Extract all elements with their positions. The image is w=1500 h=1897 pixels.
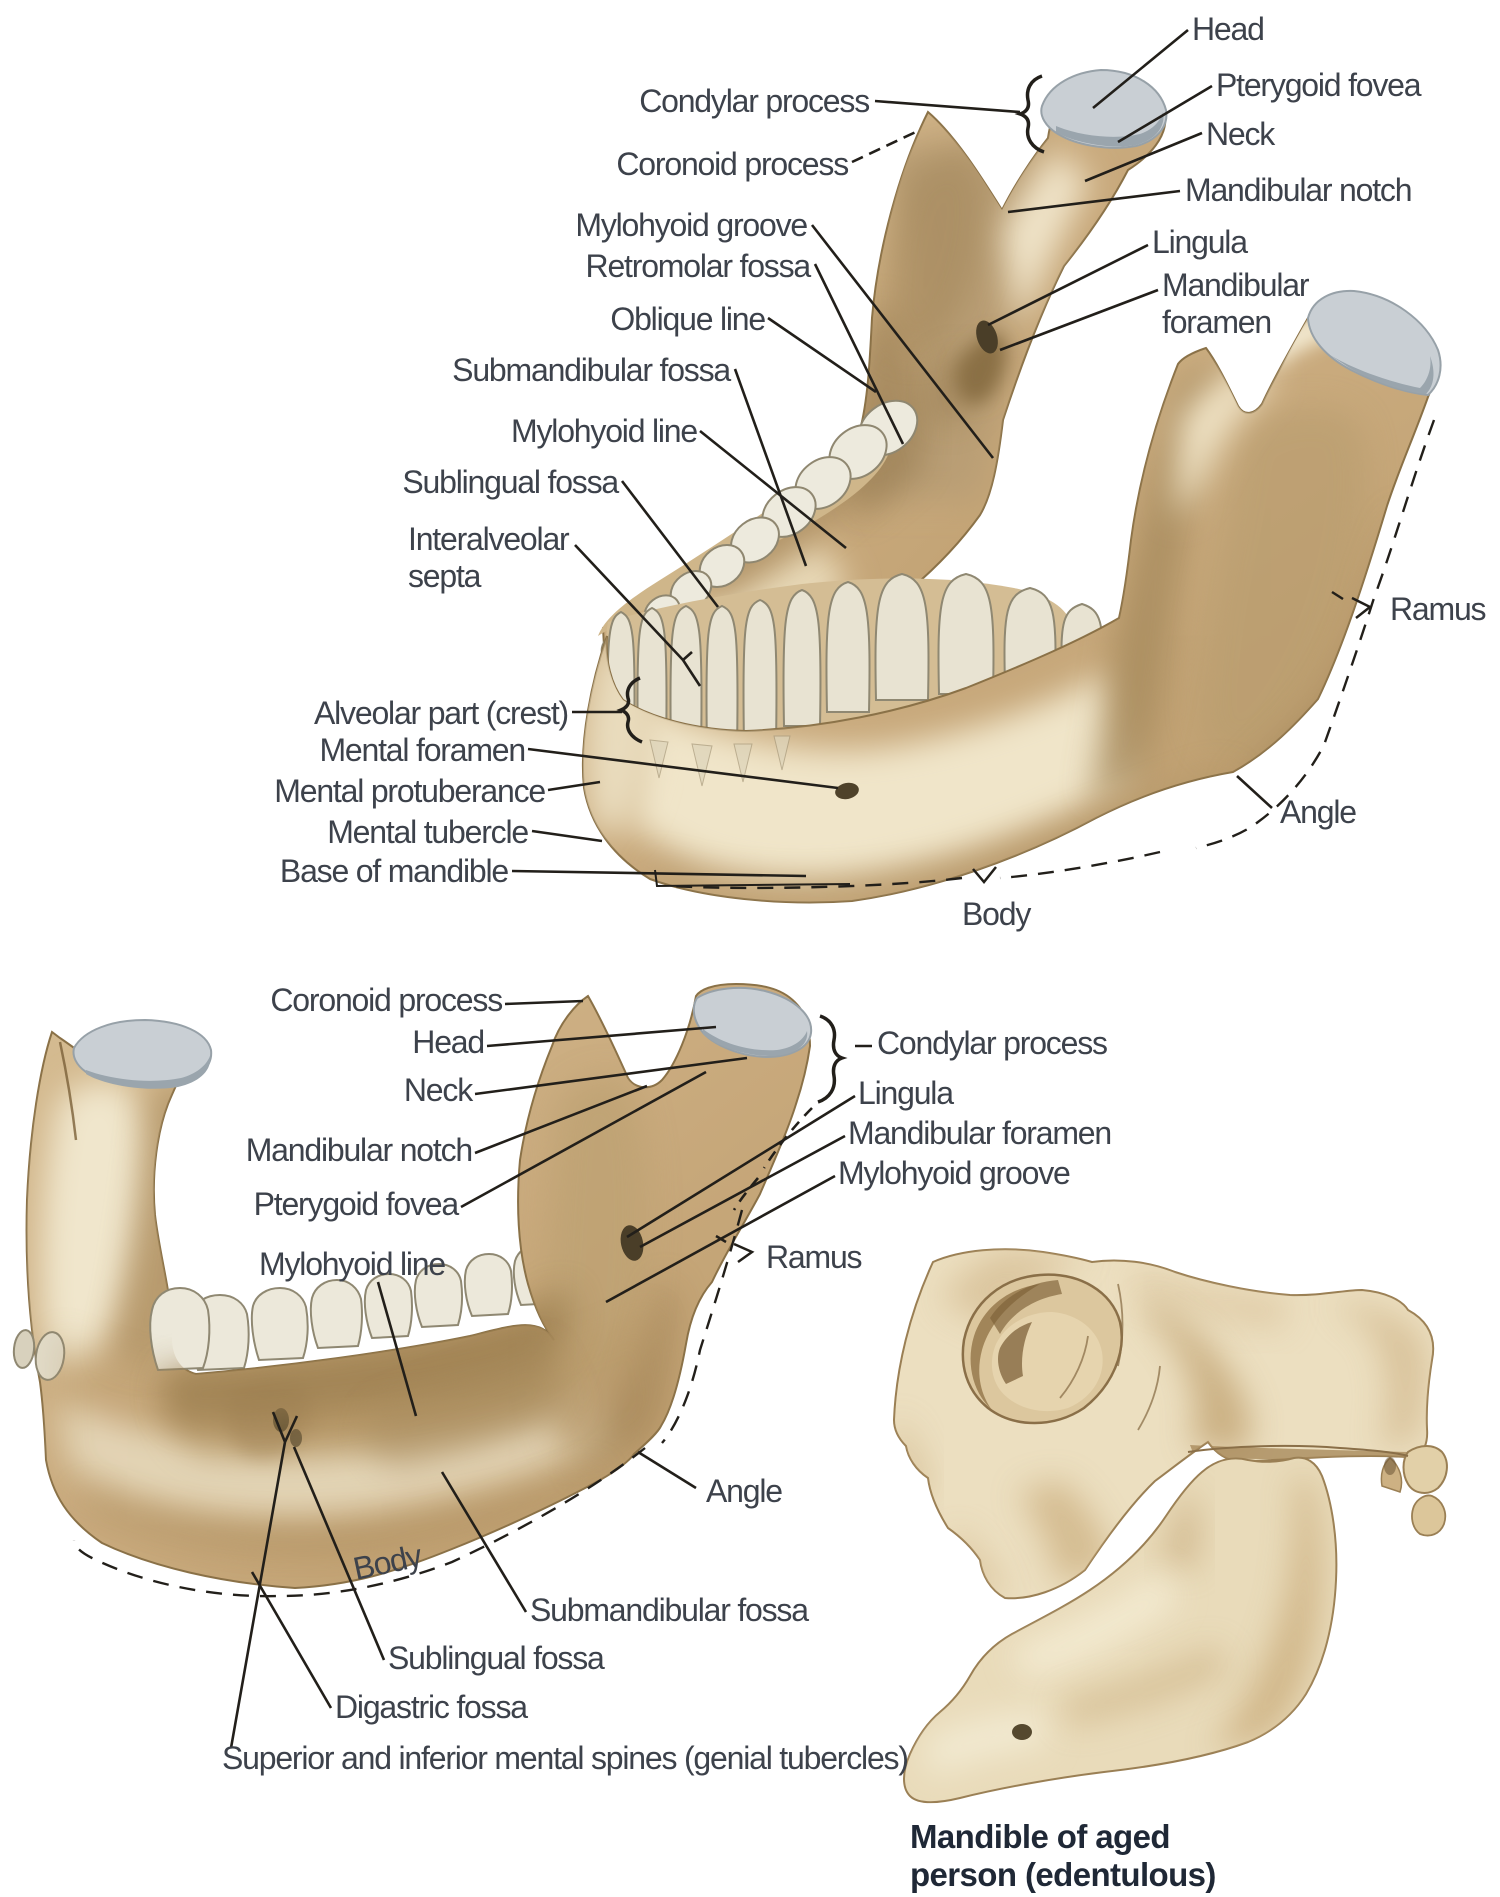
svg-text:Mandibular: Mandibular [1162,267,1310,303]
svg-text:Mylohyoid groove: Mylohyoid groove [838,1155,1070,1191]
svg-text:Angle: Angle [706,1473,782,1509]
svg-text:Superior and inferior mental s: Superior and inferior mental spines (gen… [222,1740,908,1776]
svg-text:Submandibular fossa: Submandibular fossa [530,1592,809,1628]
svg-text:foramen: foramen [1162,304,1271,340]
svg-text:Neck: Neck [404,1072,474,1108]
svg-text:Digastric fossa: Digastric fossa [335,1689,528,1725]
svg-text:Interalveolar: Interalveolar [408,521,570,557]
svg-text:Submandibular fossa: Submandibular fossa [452,352,731,388]
svg-text:Mylohyoid groove: Mylohyoid groove [575,207,807,243]
svg-text:Coronoid process: Coronoid process [270,982,502,1018]
svg-text:Coronoid process: Coronoid process [616,146,848,182]
svg-text:Ramus: Ramus [1390,591,1486,627]
svg-text:Mental foramen: Mental foramen [319,732,525,768]
svg-text:Pterygoid fovea: Pterygoid fovea [254,1186,460,1222]
svg-text:Mylohyoid line: Mylohyoid line [511,413,697,449]
svg-text:Oblique line: Oblique line [610,301,765,337]
svg-text:Mandibular notch: Mandibular notch [1185,172,1411,208]
svg-text:Retromolar fossa: Retromolar fossa [586,248,812,284]
svg-text:Mandibular notch: Mandibular notch [246,1132,472,1168]
svg-text:Sublingual fossa: Sublingual fossa [402,464,619,500]
svg-text:Base of mandible: Base of mandible [280,853,508,889]
svg-text:Mandible of aged: Mandible of aged [910,1818,1170,1855]
svg-text:Alveolar part (crest): Alveolar part (crest) [314,695,568,731]
svg-text:Neck: Neck [1206,116,1276,152]
svg-text:Lingula: Lingula [1152,224,1248,260]
svg-text:Lingula: Lingula [858,1075,954,1111]
svg-text:Sublingual fossa: Sublingual fossa [388,1640,605,1676]
svg-text:Mandibular foramen: Mandibular foramen [848,1115,1111,1151]
svg-text:Mental protuberance: Mental protuberance [274,773,545,809]
svg-text:Head: Head [1192,11,1264,47]
svg-text:Mental tubercle: Mental tubercle [327,814,528,850]
svg-text:Condylar process: Condylar process [877,1025,1107,1061]
svg-text:Ramus: Ramus [766,1239,862,1275]
svg-text:Condylar process: Condylar process [639,83,869,119]
svg-text:person (edentulous): person (edentulous) [910,1856,1216,1893]
svg-text:Body: Body [962,896,1031,932]
svg-text:Pterygoid fovea: Pterygoid fovea [1216,67,1422,103]
svg-text:Head: Head [412,1024,484,1060]
svg-text:Mylohyoid line: Mylohyoid line [259,1246,445,1282]
svg-text:septa: septa [408,558,482,594]
svg-text:Angle: Angle [1280,794,1356,830]
